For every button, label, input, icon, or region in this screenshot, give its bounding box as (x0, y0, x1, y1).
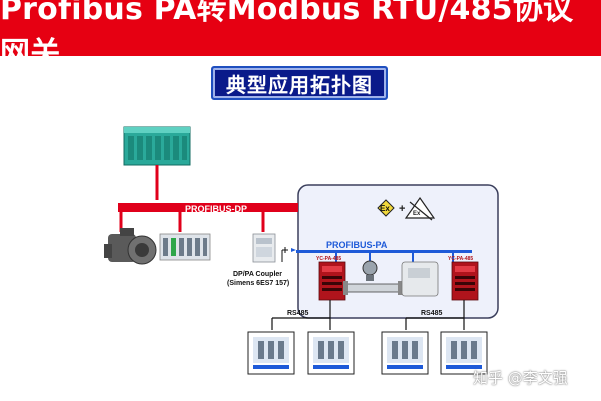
coupler-label-line1: DP/PA Coupler (233, 271, 282, 278)
rs485-right-label: RS485 (421, 310, 443, 317)
rs485-left-bus (271, 300, 331, 330)
profibus-pa-label: PROFIBUS-PA (326, 240, 388, 250)
flow-meter-icon (343, 281, 403, 295)
remote-io-icon (159, 233, 211, 261)
gateway-right-label: YC-PA-485 (448, 256, 473, 262)
topology-subtitle-text: 典型应用拓扑图 (226, 72, 373, 97)
svg-text:Ex: Ex (380, 204, 390, 213)
topology-subtitle: 典型应用拓扑图 (211, 66, 388, 100)
rs485-left-label: RS485 (287, 310, 309, 317)
no-spark-icon: Ex (404, 196, 436, 221)
ex-symbol-icon: Ex (377, 199, 395, 217)
modbus-device-2-icon (307, 331, 355, 375)
plc-rack-icon (123, 126, 191, 200)
page-title: Profibus PA转Modbus RTU/485协议网关 (0, 0, 574, 71)
pressure-transmitter-icon (362, 260, 378, 281)
zhihu-watermark: 知乎 @李文强 (473, 366, 568, 388)
gateway-left-label: YC-PA-485 (316, 256, 341, 262)
coupler-label-line2: (Simens 6ES7 157) (227, 280, 289, 287)
modbus-device-4-icon (440, 331, 488, 375)
plus-symbol: + (399, 203, 405, 215)
page-title-banner: Profibus PA转Modbus RTU/485协议网关 (0, 0, 601, 71)
motor-icon (104, 228, 157, 265)
gateway-right-icon (451, 261, 479, 301)
svg-text:Ex: Ex (413, 211, 421, 217)
modbus-device-1-icon (247, 331, 295, 375)
gateway-left-icon (318, 261, 346, 301)
profibus-dp-label: PROFIBUS-DP (185, 204, 247, 214)
valve-positioner-icon (401, 261, 439, 297)
watermark-text: 知乎 @李文强 (473, 368, 568, 387)
dp-pa-coupler-icon (252, 233, 276, 263)
rs485-right-bus (405, 300, 465, 330)
modbus-device-3-icon (381, 331, 429, 375)
